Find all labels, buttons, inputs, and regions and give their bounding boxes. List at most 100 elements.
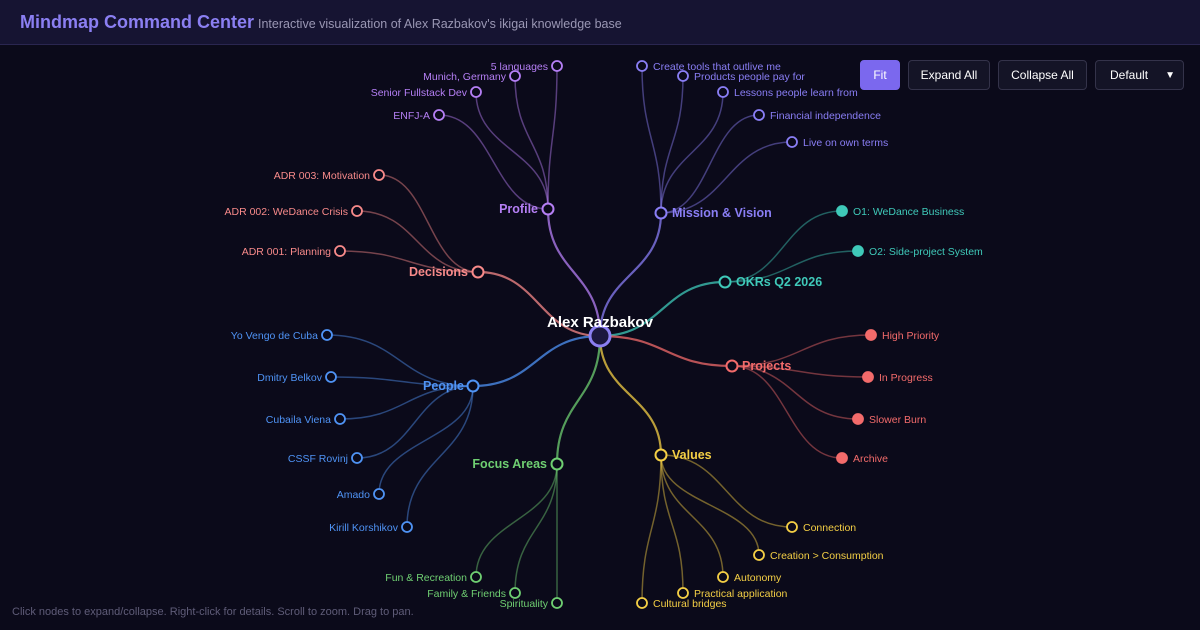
leaf-node-circle[interactable]: [373, 169, 385, 181]
leaf-node-circle[interactable]: [325, 371, 337, 383]
leaf-node-circle[interactable]: [786, 136, 798, 148]
leaf-node-o1-wedance-business[interactable]: O1: WeDance Business: [836, 205, 964, 218]
view-select[interactable]: Default ▼: [1095, 60, 1184, 90]
leaf-node-circle[interactable]: [509, 587, 521, 599]
leaf-node-circle[interactable]: [401, 521, 413, 533]
leaf-node-creation-consumption[interactable]: Creation > Consumption: [753, 549, 884, 562]
link-people-cssf-rovinj: [356, 385, 474, 459]
leaf-node-circle[interactable]: [470, 86, 482, 98]
branch-node-circle[interactable]: [550, 457, 564, 471]
leaf-node-circle[interactable]: [753, 549, 765, 561]
root-node-circle[interactable]: [588, 324, 612, 348]
leaf-node-autonomy[interactable]: Autonomy: [717, 571, 782, 584]
branch-node-decisions[interactable]: Decisions: [409, 265, 485, 279]
leaf-node-in-progress[interactable]: In Progress: [862, 371, 933, 384]
leaf-node-circle[interactable]: [470, 571, 482, 583]
leaf-node-financial-independence[interactable]: Financial independence: [753, 109, 881, 122]
leaf-node-amado[interactable]: Amado: [337, 488, 385, 501]
branch-node-circle[interactable]: [654, 448, 668, 462]
link-values-cultural-bridges: [641, 454, 662, 604]
collapse-all-button[interactable]: Collapse All: [998, 60, 1087, 90]
leaf-node-circle[interactable]: [351, 452, 363, 464]
leaf-node-dmitry-belkov[interactable]: Dmitry Belkov: [257, 371, 337, 384]
leaf-node-adr-003-motivation[interactable]: ADR 003: Motivation: [274, 169, 385, 182]
mindmap-links: [326, 65, 872, 604]
leaf-node-circle[interactable]: [677, 587, 689, 599]
leaf-node-circle[interactable]: [636, 597, 648, 609]
leaf-node-fun-recreation[interactable]: Fun & Recreation: [385, 571, 482, 584]
leaf-node-circle[interactable]: [509, 70, 521, 82]
app-header: Mindmap Command Center Interactive visua…: [0, 0, 1200, 45]
leaf-node-adr-002-wedance-crisis[interactable]: ADR 002: WeDance Crisis: [224, 205, 363, 218]
leaf-node-circle[interactable]: [753, 109, 765, 121]
leaf-node-archive[interactable]: Archive: [836, 452, 888, 465]
leaf-node-label: Creation > Consumption: [770, 550, 884, 562]
leaf-node-slower-burn[interactable]: Slower Burn: [852, 413, 926, 426]
leaf-node-circle[interactable]: [351, 205, 363, 217]
leaf-node-kirill-korshikov[interactable]: Kirill Korshikov: [329, 521, 413, 534]
link-mission-vision-create-tools-that-outlive-me: [641, 65, 662, 214]
leaf-node-live-on-own-terms[interactable]: Live on own terms: [786, 136, 888, 149]
leaf-node-circle[interactable]: [334, 413, 346, 425]
leaf-node-connection[interactable]: Connection: [786, 521, 856, 534]
leaf-node-create-tools-that-outlive-me[interactable]: Create tools that outlive me: [636, 60, 781, 73]
leaf-node-practical-application[interactable]: Practical application: [677, 587, 788, 600]
leaf-node-munich-germany[interactable]: Munich, Germany: [423, 70, 521, 83]
leaf-node-circle[interactable]: [717, 86, 729, 98]
expand-all-button[interactable]: Expand All: [908, 60, 990, 90]
leaf-node-circle[interactable]: [852, 413, 864, 425]
link-focus-areas-fun-recreation: [475, 463, 558, 578]
branch-node-circle[interactable]: [654, 206, 668, 220]
branch-node-people[interactable]: People: [423, 379, 480, 393]
leaf-node-circle[interactable]: [786, 521, 798, 533]
leaf-node-lessons-people-learn-from[interactable]: Lessons people learn from: [717, 86, 858, 99]
branch-node-label: Values: [672, 448, 712, 462]
fit-button[interactable]: Fit: [860, 60, 900, 90]
leaf-node-family-friends[interactable]: Family & Friends: [427, 587, 521, 600]
branch-node-mission-vision[interactable]: Mission & Vision: [654, 206, 772, 220]
branch-node-values[interactable]: Values: [654, 448, 712, 462]
leaf-node-adr-001-planning[interactable]: ADR 001: Planning: [242, 245, 346, 258]
branch-node-circle[interactable]: [718, 275, 732, 289]
link-people-dmitry-belkov: [330, 376, 474, 387]
leaf-node-5-languages[interactable]: 5 languages: [491, 60, 563, 73]
leaf-node-cssf-rovinj[interactable]: CSSF Rovinj: [288, 452, 363, 465]
leaf-node-circle[interactable]: [334, 245, 346, 257]
leaf-node-circle[interactable]: [373, 488, 385, 500]
leaf-node-cubaila-viena[interactable]: Cubaila Viena: [266, 413, 346, 426]
leaf-node-o2-side-project-system[interactable]: O2: Side-project System: [852, 245, 983, 258]
branch-node-circle[interactable]: [466, 379, 480, 393]
leaf-node-spirituality[interactable]: Spirituality: [500, 597, 563, 610]
leaf-node-label: Lessons people learn from: [734, 87, 858, 99]
root-node[interactable]: Alex Razbakov: [547, 314, 654, 348]
branch-node-focus-areas[interactable]: Focus Areas: [472, 457, 564, 471]
branch-node-profile[interactable]: Profile: [499, 202, 555, 216]
leaf-node-circle[interactable]: [551, 60, 563, 72]
leaf-node-circle[interactable]: [852, 245, 864, 257]
leaf-node-circle[interactable]: [836, 205, 848, 217]
leaf-node-products-people-pay-for[interactable]: Products people pay for: [677, 70, 805, 83]
leaf-node-cultural-bridges[interactable]: Cultural bridges: [636, 597, 727, 610]
leaf-node-high-priority[interactable]: High Priority: [865, 329, 940, 342]
leaf-node-circle[interactable]: [636, 60, 648, 72]
branch-node-projects[interactable]: Projects: [725, 359, 792, 373]
leaf-node-circle[interactable]: [836, 452, 848, 464]
branch-node-circle[interactable]: [471, 265, 485, 279]
branch-node-okrs-q2-2026[interactable]: OKRs Q2 2026: [718, 275, 823, 289]
leaf-node-circle[interactable]: [321, 329, 333, 341]
leaf-node-circle[interactable]: [717, 571, 729, 583]
leaf-node-circle[interactable]: [862, 371, 874, 383]
leaf-node-senior-fullstack-dev[interactable]: Senior Fullstack Dev: [371, 86, 482, 99]
link-projects-archive: [731, 365, 843, 459]
branch-node-circle[interactable]: [725, 359, 739, 373]
branch-node-circle[interactable]: [541, 202, 555, 216]
leaf-node-enfj-a[interactable]: ENFJ-A: [393, 109, 445, 122]
link-projects-in-progress: [731, 365, 869, 378]
leaf-node-circle[interactable]: [551, 597, 563, 609]
leaf-node-circle[interactable]: [865, 329, 877, 341]
view-select-value: Default: [1110, 68, 1149, 82]
leaf-node-circle[interactable]: [677, 70, 689, 82]
leaf-node-yo-vengo-de-cuba[interactable]: Yo Vengo de Cuba: [231, 329, 333, 342]
leaf-node-circle[interactable]: [433, 109, 445, 121]
